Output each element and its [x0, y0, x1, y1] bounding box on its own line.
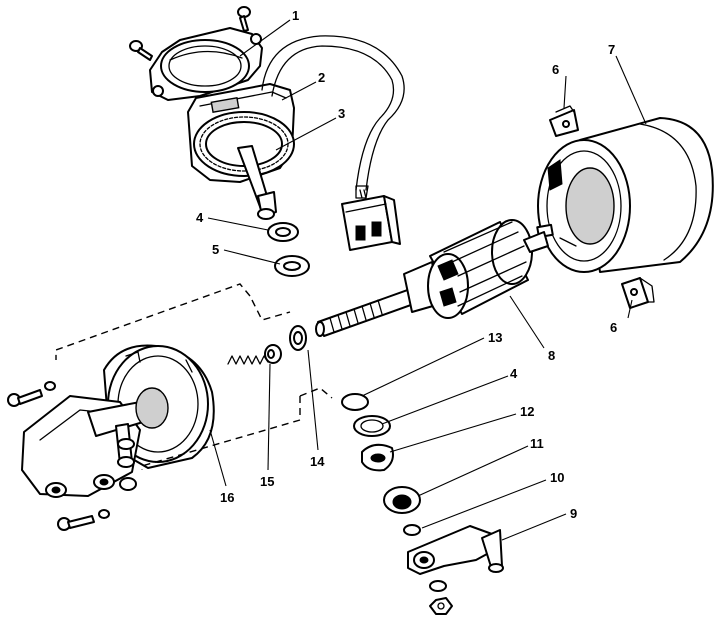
- screw-housing-upper: [7, 381, 56, 407]
- motor-housing-part-7: [536, 117, 714, 273]
- callout-3: 3: [338, 106, 345, 121]
- callout-14: 14: [310, 454, 325, 469]
- spring: [227, 355, 269, 365]
- callout-11: 11: [530, 436, 544, 451]
- screw-cover-right: [237, 6, 251, 32]
- wiring-harness: [261, 35, 405, 199]
- leader-lines: [207, 19, 647, 541]
- callout-8: 8: [548, 348, 555, 363]
- callout-12: 12: [520, 404, 534, 419]
- gearbox-housing-part-16: [21, 344, 215, 498]
- washer-part-10: [403, 524, 421, 536]
- callout-9: 9: [570, 506, 577, 521]
- callout-16: 16: [220, 490, 234, 505]
- clip-part-6-upper: [549, 105, 579, 137]
- bushing-part-11: [383, 486, 421, 514]
- washer-part-4-lower: [353, 415, 391, 437]
- washer-part-13: [341, 393, 369, 411]
- callout-6-lower: 6: [610, 320, 617, 335]
- washer-part-14: [289, 325, 307, 351]
- callout-15: 15: [260, 474, 274, 489]
- callout-5: 5: [212, 242, 219, 257]
- assembly-dashed-lines: [55, 283, 333, 470]
- nut-bottom: [429, 597, 453, 615]
- clip-part-6-lower: [621, 277, 655, 309]
- gear-ring-part-3: [193, 111, 295, 220]
- bushing-part-12: [361, 443, 394, 472]
- callout-6-upper: 6: [552, 62, 559, 77]
- connector-plug: [341, 195, 401, 251]
- screw-cover-left: [129, 40, 153, 61]
- plug-part-15: [264, 344, 282, 364]
- crank-arm-part-9: [407, 525, 504, 575]
- callout-2: 2: [318, 70, 325, 85]
- washer-bottom: [429, 580, 447, 592]
- washer-part-4-upper: [267, 222, 299, 242]
- armature-part-8: [315, 219, 549, 337]
- callout-7: 7: [608, 42, 615, 57]
- callout-4-lower: 4: [510, 366, 518, 381]
- callout-labels: 1 2 3 4 5 6 7 6 8 13 4 12 11 10 9 14 15 …: [196, 8, 617, 521]
- callout-4-upper: 4: [196, 210, 204, 225]
- washer-part-5: [274, 255, 310, 277]
- callout-1: 1: [292, 8, 299, 23]
- callout-10: 10: [550, 470, 564, 485]
- callout-13: 13: [488, 330, 502, 345]
- screw-housing-lower: [57, 509, 110, 531]
- end-cover-part-1: [149, 27, 263, 101]
